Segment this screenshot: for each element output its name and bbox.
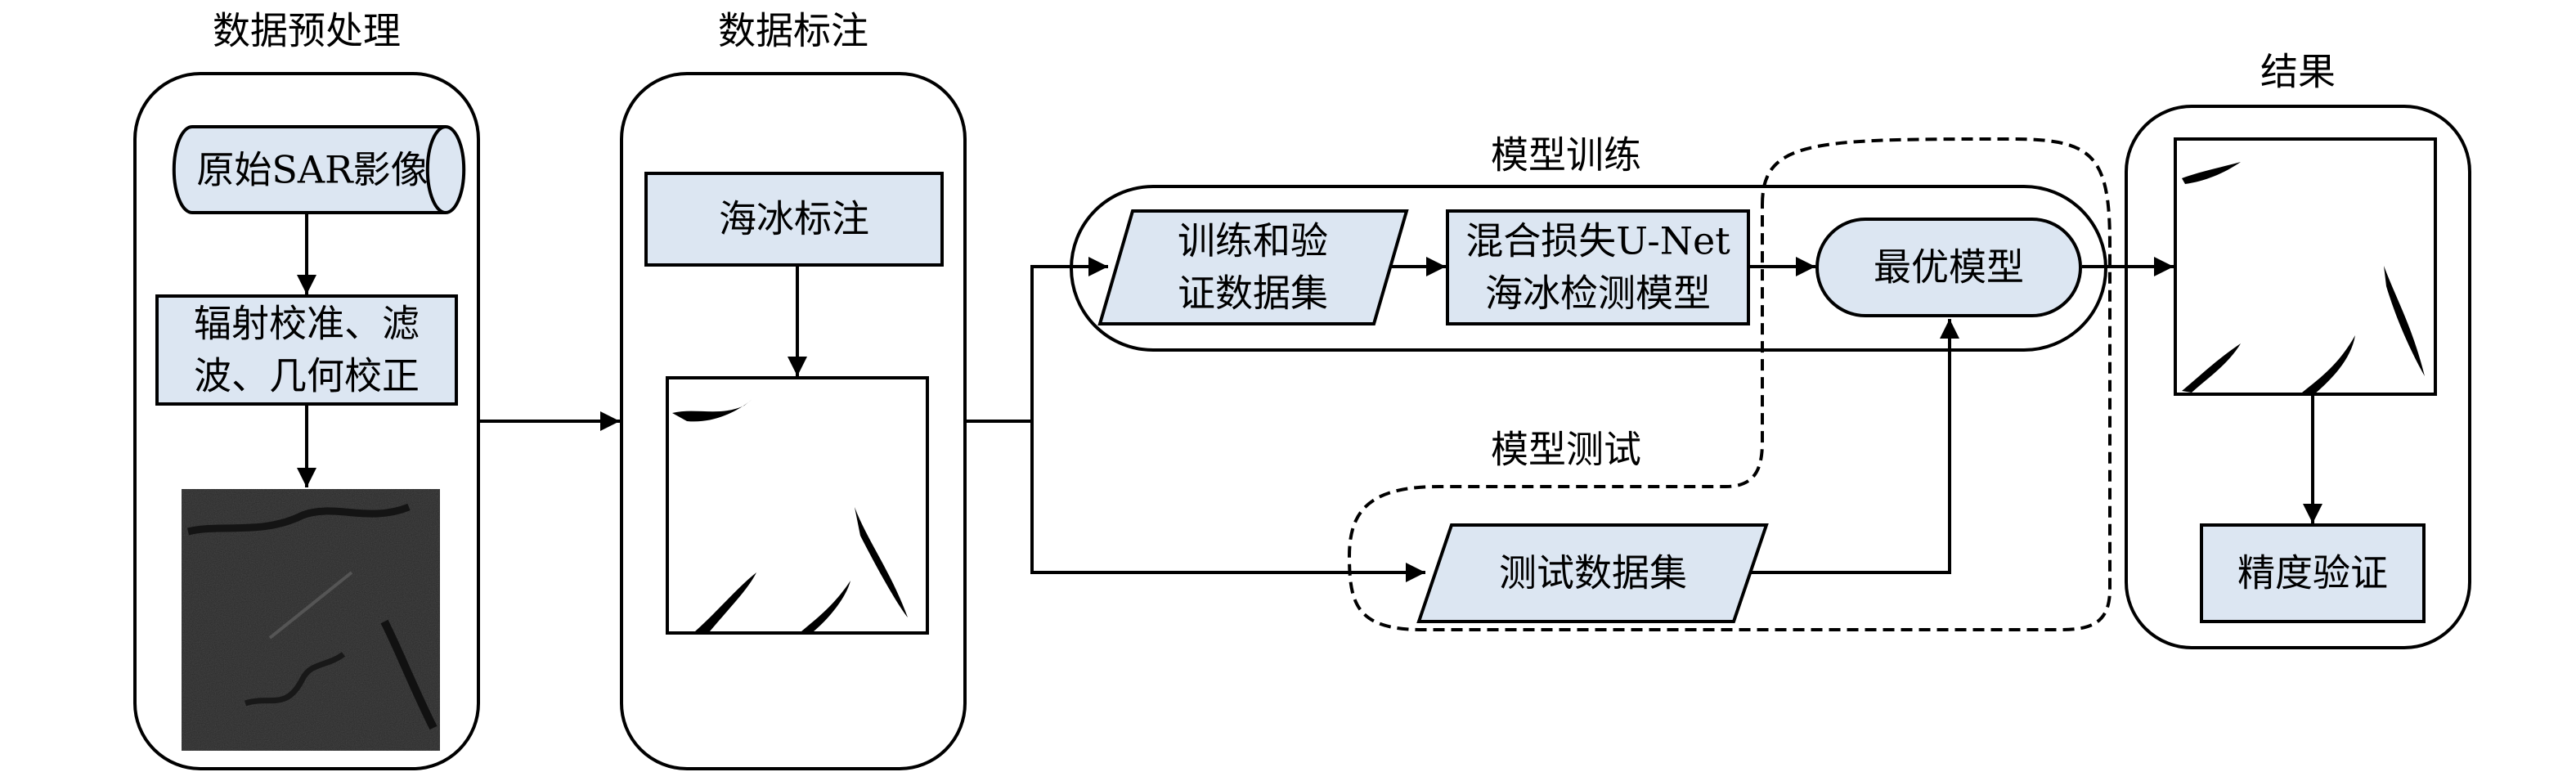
train-val-node — [1097, 209, 1409, 325]
testing-region — [1347, 137, 2112, 631]
calibrate-label-line2: 波、几何校正 — [194, 353, 420, 398]
unet-node — [1446, 209, 1750, 325]
preprocess-container — [133, 72, 480, 770]
stage-title-testing: 模型测试 — [1491, 427, 1641, 472]
sea-ice-label-node — [644, 172, 944, 267]
arrow-annotate-to-test — [1030, 421, 1425, 582]
accuracy-node — [2200, 523, 2426, 623]
label-mask-thumbnail — [666, 376, 929, 635]
result-mask-thumbnail — [2174, 137, 2437, 396]
arrow-annotate-to-train — [967, 257, 1108, 423]
sar-image-node — [172, 125, 466, 214]
stage-title-annotate: 数据标注 — [718, 8, 868, 53]
train-val-label-line2: 证数据集 — [1178, 271, 1328, 316]
unet-label-line2: 海冰检测模型 — [1485, 271, 1711, 316]
annotate-container — [620, 72, 967, 770]
sea-ice-label-text: 海冰标注 — [719, 196, 869, 241]
stage-title-training: 模型训练 — [1491, 132, 1641, 177]
calibrate-label-line1: 辐射校准、滤 — [194, 301, 420, 346]
calibrate-node — [155, 294, 458, 406]
stage-title-preprocess: 数据预处理 — [213, 8, 401, 53]
result-container — [2125, 105, 2471, 649]
test-set-node — [1416, 523, 1769, 623]
unet-label-line1: 混合损失U-Net — [1465, 218, 1730, 263]
sar-image-thumbnail — [182, 489, 440, 751]
train-val-label-line1: 训练和验 — [1178, 218, 1328, 263]
best-model-node — [1815, 218, 2082, 317]
arrow-test-to-best — [1750, 319, 1959, 574]
best-model-label: 最优模型 — [1874, 245, 2024, 290]
sar-image-label: 原始SAR影像 — [196, 147, 429, 192]
accuracy-label: 精度验证 — [2237, 550, 2388, 595]
test-set-label: 测试数据集 — [1499, 550, 1687, 595]
stage-title-result: 结果 — [2260, 49, 2336, 94]
